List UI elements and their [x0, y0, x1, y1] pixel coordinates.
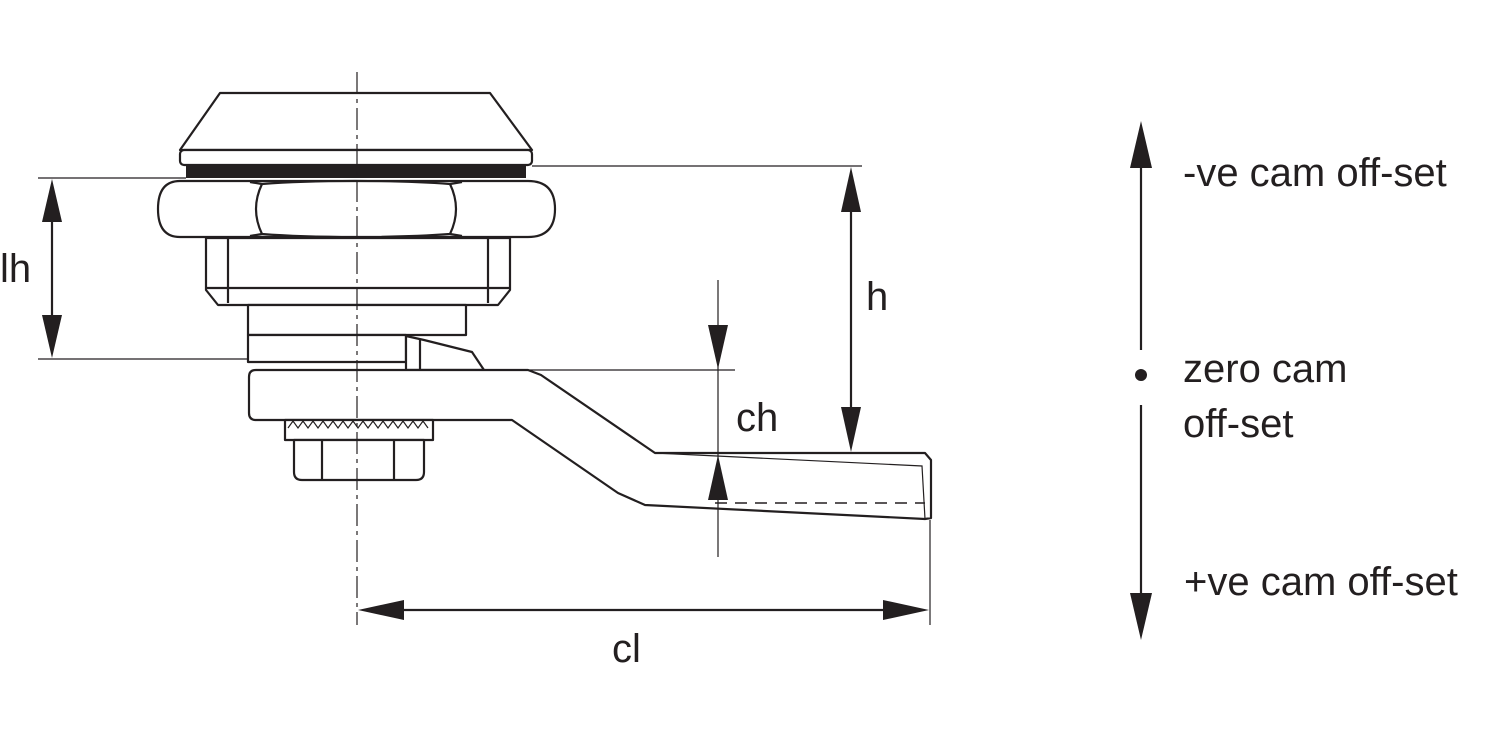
lock-gasket [186, 165, 526, 178]
cam-tip-edge [654, 452, 926, 520]
dimension-h [532, 165, 862, 452]
label-lh: lh [0, 247, 31, 291]
label-cl: cl [612, 627, 641, 671]
zero-offset-dot [1135, 369, 1147, 381]
lock-head-cap [178, 91, 534, 152]
label-h: h [866, 275, 888, 319]
dimension-ch [475, 280, 735, 557]
serrated-washer [283, 418, 435, 442]
lock-flange [178, 148, 534, 167]
threaded-body [204, 236, 512, 307]
label-positive-offset: +ve cam off-set [1184, 560, 1458, 604]
cam-offset-legend [1130, 121, 1152, 640]
label-zero-offset-line2: off-set [1183, 402, 1293, 446]
label-ch: ch [736, 396, 778, 440]
label-negative-offset: -ve cam off-set [1183, 151, 1447, 195]
dimension-cl [358, 520, 931, 625]
lock-shank [246, 303, 486, 372]
retaining-nut [292, 438, 426, 482]
dimension-lh [38, 177, 248, 360]
cam-arm [247, 368, 933, 521]
label-zero-offset-line1: zero cam [1183, 347, 1348, 391]
